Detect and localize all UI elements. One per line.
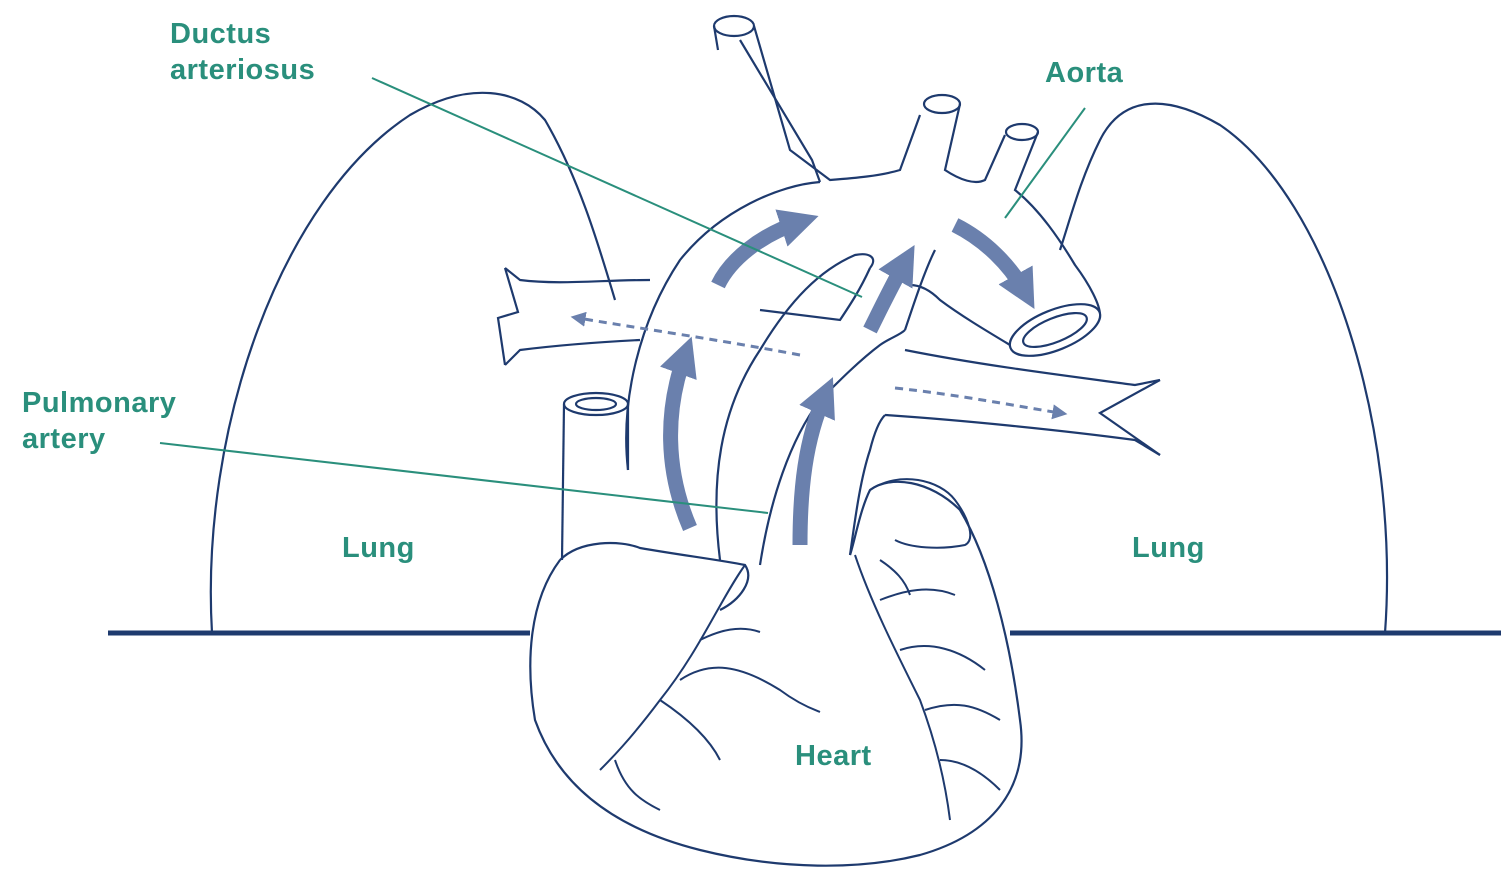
pulmonary-label-line2: artery	[22, 421, 176, 457]
right-lung-label-text: Lung	[1132, 530, 1205, 566]
right-lung-label: Lung	[1132, 530, 1205, 566]
heart-label: Heart	[795, 738, 872, 774]
heart-label-text: Heart	[795, 738, 872, 774]
aortic-arch	[626, 16, 1107, 560]
aorta-label-text: Aorta	[1045, 55, 1123, 91]
ductus-label-line1: Ductus	[170, 16, 315, 52]
aorta-label: Aorta	[1045, 55, 1123, 91]
left-lung-label-text: Lung	[342, 530, 415, 566]
dashed-arrow-left-lung	[578, 318, 800, 355]
pulmonary-label-line1: Pulmonary	[22, 385, 176, 421]
flow-arrow-pulmonary	[800, 395, 825, 545]
coronary-vessels	[600, 555, 1000, 820]
pulmonary-artery-label: Pulmonary artery	[22, 385, 176, 457]
ductus-label-line2: arteriosus	[170, 52, 315, 88]
dashed-arrow-right-lung	[895, 388, 1060, 413]
flow-arrow-descending	[955, 225, 1025, 292]
ductus-arteriosus-label: Ductus arteriosus	[170, 16, 315, 88]
left-lung-label: Lung	[342, 530, 415, 566]
vena-cava	[562, 393, 628, 560]
flow-arrows	[671, 222, 1025, 545]
flow-arrow-arch-left	[718, 222, 800, 285]
right-atrium-outline	[870, 479, 970, 548]
flow-arrow-ductus	[870, 262, 905, 330]
right-lung-outline	[1060, 104, 1387, 633]
leader-lines	[160, 78, 1085, 513]
